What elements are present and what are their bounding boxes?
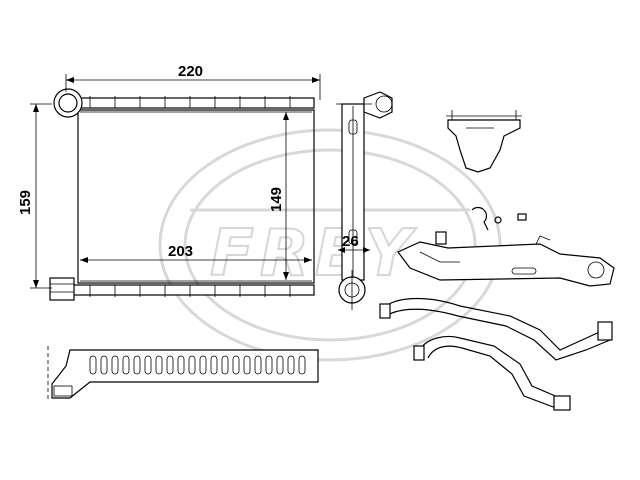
hose-lower-inner — [427, 345, 557, 409]
hose-upper-outer — [385, 297, 605, 351]
manifold-port — [587, 261, 605, 279]
small-cap — [517, 213, 527, 221]
tank-bottom-view — [47, 346, 319, 402]
inlet-port-bore — [58, 93, 78, 113]
bottom-tank-ribs — [89, 285, 291, 297]
core-matrix — [77, 109, 315, 284]
watermark-ring-inner — [183, 148, 477, 342]
hose-lower-start — [413, 345, 425, 361]
side-top-connector — [363, 91, 393, 119]
dimension-label-26: 26 — [342, 233, 359, 250]
hose-lower-outer — [419, 335, 561, 399]
dimension-label-220: 220 — [178, 63, 203, 80]
bottom-tank — [61, 284, 315, 296]
retaining-clip — [471, 206, 489, 231]
top-tank — [61, 97, 315, 109]
tank-slots — [89, 355, 306, 375]
watermark-ring-outer — [158, 128, 502, 362]
manifold-body — [397, 241, 615, 287]
dimension-core-height: 149 — [268, 112, 289, 280]
hose-upper-end — [597, 321, 613, 341]
hose-upper-start — [379, 303, 391, 319]
flange-part — [447, 119, 521, 173]
flange-detail — [446, 110, 522, 173]
dimension-label-203: 203 — [168, 243, 193, 260]
pipe-manifold — [397, 231, 615, 287]
dimension-core-width: 203 — [80, 243, 312, 263]
dimension-depth: 26 — [338, 233, 370, 253]
watermark: FREY — [158, 128, 502, 362]
tank-body — [51, 349, 319, 399]
o-ring — [494, 216, 502, 224]
top-tank-ribs — [89, 96, 291, 108]
heater-core-side-view — [336, 91, 393, 310]
hose-lower-end — [553, 395, 571, 411]
heater-core-front-view — [49, 88, 315, 301]
manifold-nipple — [435, 231, 447, 245]
dimension-label-159: 159 — [17, 190, 34, 215]
outlet-port — [49, 277, 75, 301]
watermark-text: FREY — [210, 217, 417, 291]
dimension-width-overall: 220 — [65, 63, 321, 100]
dimension-label-149: 149 — [268, 187, 285, 212]
small-parts — [471, 206, 527, 231]
hoses — [379, 297, 613, 411]
dimension-height-overall: 159 — [17, 103, 52, 289]
hose-upper-inner — [385, 308, 611, 361]
